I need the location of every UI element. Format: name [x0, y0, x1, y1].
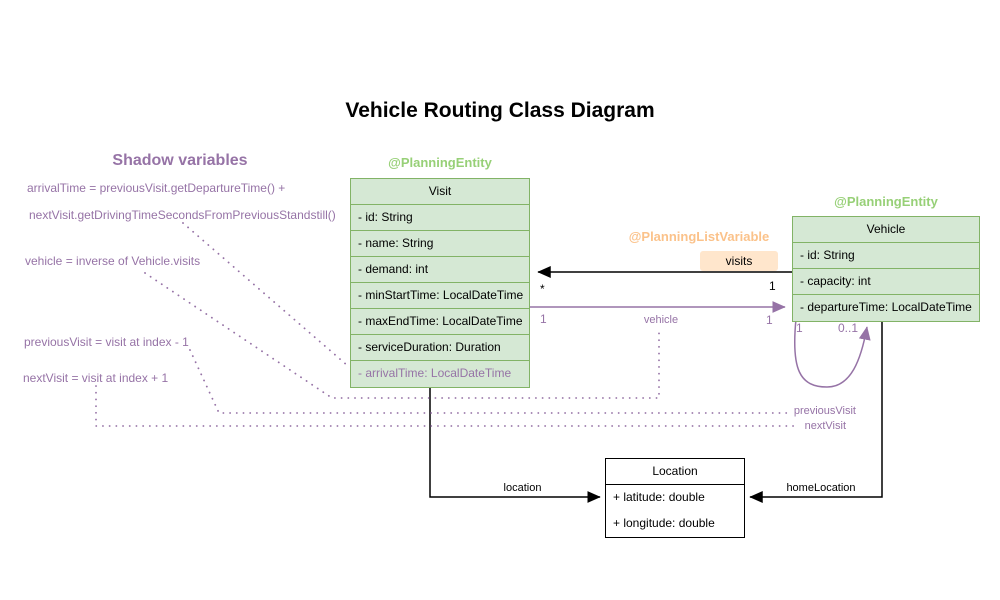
visit-attr-name: - name: String: [351, 231, 529, 257]
visit-attr-id: - id: String: [351, 205, 529, 231]
visit-attr-service-duration: - serviceDuration: Duration: [351, 335, 529, 361]
home-location-association-label: homeLocation: [786, 482, 856, 494]
shadow-line-previous-visit: previousVisit = visit at index - 1: [24, 335, 189, 349]
location-attr-longitude: + longitude: double: [613, 516, 715, 530]
self-loop-multiplicity-zero-one: 0..1: [838, 321, 859, 335]
shadow-line-arrival-time-2: nextVisit.getDrivingTimeSecondsFromPrevi…: [29, 208, 336, 222]
dotted-next-visit-connector: [95, 385, 800, 427]
vehicle-class-box: Vehicle - id: String - capacity: int - d…: [792, 216, 980, 322]
location-class-name: Location: [606, 459, 744, 485]
vehicle-class-name: Vehicle: [793, 217, 979, 243]
shadow-line-next-visit: nextVisit = visit at index + 1: [23, 371, 169, 385]
vehicle-association-label: vehicle: [643, 314, 679, 326]
vehicle-attr-departure-time: - departureTime: LocalDateTime: [800, 300, 972, 314]
visit-class-name: Visit: [351, 179, 529, 205]
visit-attr-arrival-time: - arrivalTime: LocalDateTime: [358, 366, 512, 380]
location-class-box: Location + latitude: double + longitude:…: [605, 458, 745, 538]
shadow-variables-heading: Shadow variables: [112, 152, 248, 169]
shadow-line-vehicle: vehicle = inverse of Vehicle.visits: [25, 254, 201, 268]
visit-attr-max-end-time: - maxEndTime: LocalDateTime: [351, 309, 529, 335]
self-loop-line: [793, 318, 871, 388]
location-attr-latitude: + latitude: double: [613, 490, 705, 504]
visits-association-label: visits: [700, 251, 778, 271]
diagram-title: Vehicle Routing Class Diagram: [345, 99, 655, 122]
vehicle-attr-id: - id: String: [793, 243, 979, 269]
visit-attr-demand: - demand: int: [351, 257, 529, 283]
next-visit-label: nextVisit: [804, 420, 846, 432]
dotted-previous-visit-connector: [189, 349, 789, 414]
location-association-label: location: [503, 482, 542, 494]
visit-planning-entity-annotation: @PlanningEntity: [388, 155, 492, 170]
location-association-line: [429, 386, 601, 503]
dotted-arrival-time-connector: [182, 222, 349, 367]
visit-attr-min-start-time: - minStartTime: LocalDateTime: [351, 283, 529, 309]
dotted-vehicle-connector: [144, 272, 660, 399]
vehicle-planning-entity-annotation: @PlanningEntity: [834, 194, 938, 209]
previous-visit-label: previousVisit: [793, 405, 856, 417]
visits-multiplicity-star: *: [540, 282, 545, 296]
home-location-association-line: [749, 320, 883, 503]
self-loop-multiplicity-one: 1: [796, 321, 803, 335]
planning-list-variable-annotation: @PlanningListVariable: [628, 229, 770, 244]
visits-multiplicity-one: 1: [769, 279, 776, 293]
visit-class-box: Visit - id: String - name: String - dema…: [350, 178, 530, 388]
vehicle-multiplicity-left: 1: [540, 312, 547, 326]
vehicle-multiplicity-right: 1: [766, 313, 773, 327]
shadow-line-arrival-time-1: arrivalTime = previousVisit.getDeparture…: [27, 181, 286, 195]
vehicle-attr-capacity: - capacity: int: [793, 269, 979, 295]
